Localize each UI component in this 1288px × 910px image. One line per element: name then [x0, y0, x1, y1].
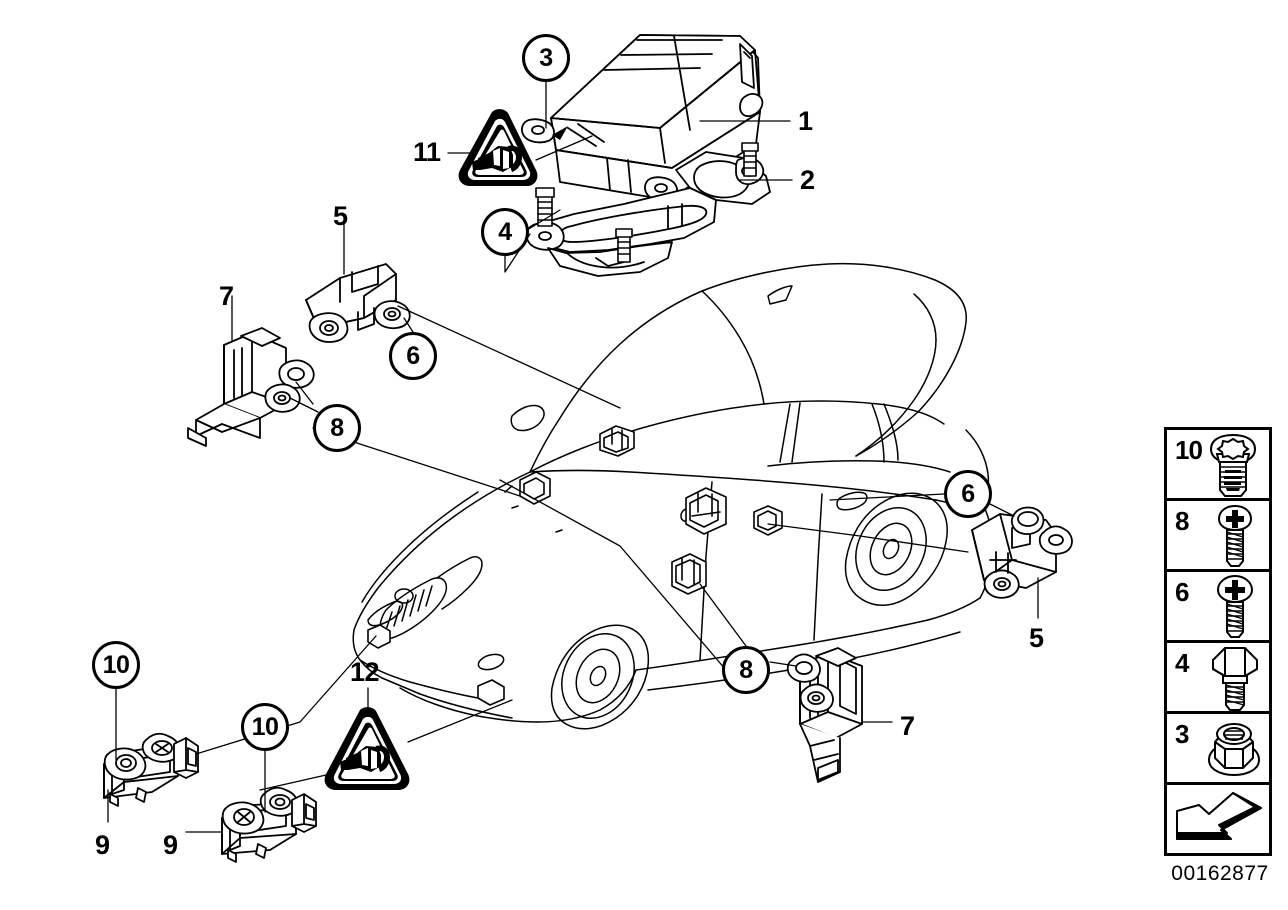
pan-head-screw-icon: [1217, 504, 1253, 567]
callout-circle-10-left: 10: [92, 641, 140, 689]
hex-bolt: [535, 142, 759, 263]
callout-circle-6-left: 6: [389, 332, 437, 380]
electrical-connector-warning-triangle-12: [324, 707, 410, 790]
airbag-control-unit: [521, 34, 764, 202]
callout-circle-8-right: 8: [722, 646, 770, 694]
hex-flange-nut-icon: [1207, 723, 1261, 777]
front-crash-sensor-right: [221, 786, 317, 863]
legend-number-6: 6: [1175, 577, 1190, 607]
legend-row-8: 8: [1167, 501, 1269, 572]
diagram-part-number: 00162877: [1171, 862, 1269, 885]
fastener-legend-panel: 10: [1164, 427, 1272, 856]
legend-number-4: 4: [1175, 648, 1190, 678]
legend-number-8: 8: [1175, 506, 1190, 536]
side-impact-sensor-left: [305, 263, 411, 343]
legend-row-10: 10: [1167, 430, 1269, 501]
legend-number-10: 10: [1175, 435, 1203, 465]
callout-circle-3: 3: [522, 34, 570, 82]
legend-row-4: 4: [1167, 643, 1269, 714]
callout-circle-10-right: 10: [241, 703, 289, 751]
legend-row-6: 6: [1167, 572, 1269, 643]
legend-number-3: 3: [1175, 719, 1190, 749]
callout-label-11: 11: [413, 137, 441, 167]
legend-row-direction-arrow: [1167, 785, 1269, 853]
callout-circle-6-right: 6: [944, 470, 992, 518]
callout-label-7-left: 7: [219, 281, 234, 311]
satellite-sensor-left: [187, 327, 315, 447]
hex-flange-bolt-icon: [1212, 647, 1258, 711]
callout-label-2: 2: [800, 165, 815, 195]
control-unit-bracket: [525, 151, 771, 277]
leader-lines: [107, 81, 1039, 833]
callout-label-7-right: 7: [900, 711, 915, 741]
electrical-connector-warning-triangle-11: [458, 109, 538, 186]
satellite-sensor-right: [786, 647, 863, 783]
vehicle-outline-bmw-5-series: [352, 262, 993, 730]
callout-label-1: 1: [798, 106, 813, 136]
direction-arrow-icon: [1176, 792, 1262, 840]
callout-label-9-right: 9: [163, 830, 178, 860]
callout-circle-4: 4: [481, 208, 529, 256]
callout-circle-8-left: 8: [313, 404, 361, 452]
installed-sensor-marks: [367, 425, 783, 706]
front-crash-sensor-left: [103, 732, 199, 807]
torx-flange-bolt-icon: [1209, 433, 1257, 497]
side-impact-sensor-right: [971, 506, 1073, 599]
callout-label-5-left: 5: [333, 201, 348, 231]
callout-label-12: 12: [350, 657, 380, 687]
legend-row-3: 3: [1167, 714, 1269, 785]
phillips-screw-icon: [1216, 574, 1254, 638]
callout-label-5-right: 5: [1029, 623, 1044, 653]
callout-label-9-left: 9: [95, 830, 110, 860]
